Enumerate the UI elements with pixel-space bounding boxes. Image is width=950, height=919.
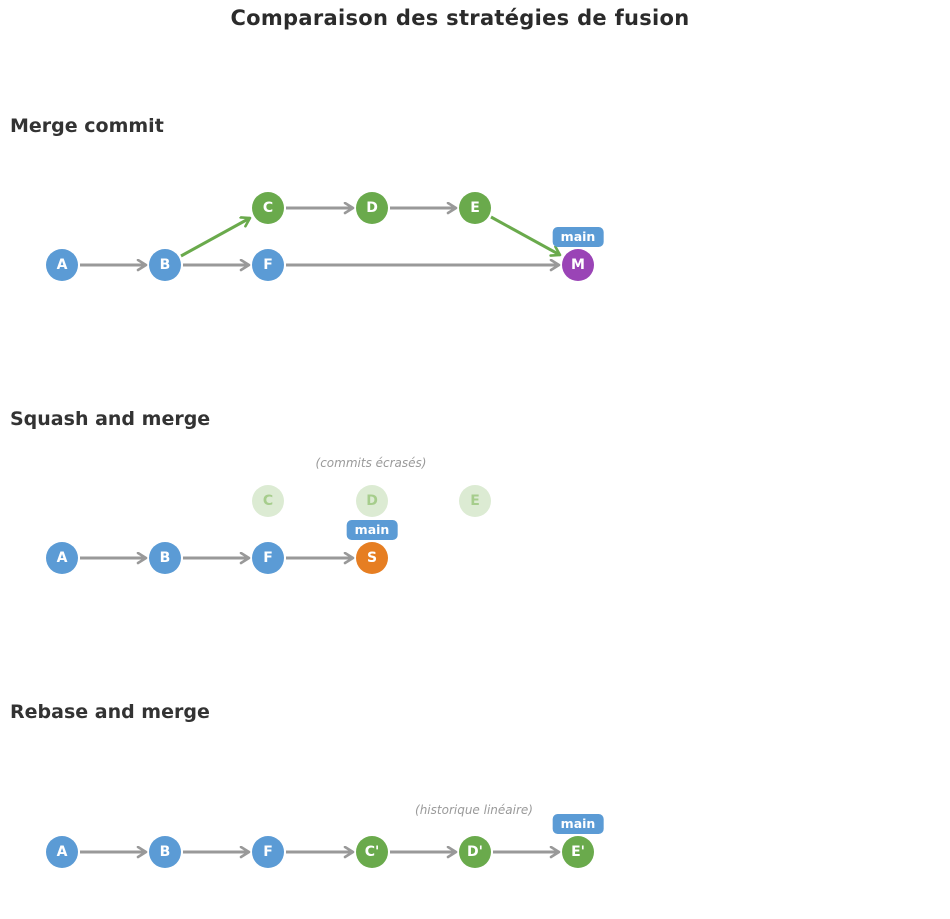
- commit-node-e: E: [459, 192, 491, 224]
- section-heading-squash-merge: Squash and merge: [10, 408, 211, 430]
- branch-badge-main: main: [346, 520, 398, 540]
- annotation-historique-lineaire: (historique linéaire): [415, 803, 533, 817]
- commit-node-e-faded: E: [459, 485, 491, 517]
- commit-node-d: D: [356, 192, 388, 224]
- arrow-s1-e-m-merge: [490, 215, 560, 255]
- commit-node-a: A: [46, 249, 78, 281]
- commit-node-d-prime: D': [459, 836, 491, 868]
- figure-title: Comparaison des stratégies de fusion: [230, 6, 690, 30]
- commit-node-d-faded: D: [356, 485, 388, 517]
- section-heading-rebase-merge: Rebase and merge: [10, 701, 210, 723]
- commit-node-a: A: [46, 542, 78, 574]
- branch-badge-main: main: [552, 814, 604, 834]
- annotation-commits-ecrases: (commits écrasés): [315, 456, 427, 470]
- commit-node-e-prime: E': [562, 836, 594, 868]
- commit-node-c-prime: C': [356, 836, 388, 868]
- commit-node-b: B: [149, 836, 181, 868]
- branch-badge-main: main: [552, 227, 604, 247]
- commit-node-f: F: [252, 249, 284, 281]
- arrow-s1-b-c-branch: [180, 218, 250, 258]
- commit-node-m-merge: M: [562, 249, 594, 281]
- section-heading-merge-commit: Merge commit: [10, 115, 164, 137]
- commit-node-s-squash: S: [356, 542, 388, 574]
- commit-node-f: F: [252, 836, 284, 868]
- commit-node-c: C: [252, 192, 284, 224]
- commit-node-c-faded: C: [252, 485, 284, 517]
- commit-node-b: B: [149, 249, 181, 281]
- commit-node-f: F: [252, 542, 284, 574]
- commit-node-b: B: [149, 542, 181, 574]
- commit-node-a: A: [46, 836, 78, 868]
